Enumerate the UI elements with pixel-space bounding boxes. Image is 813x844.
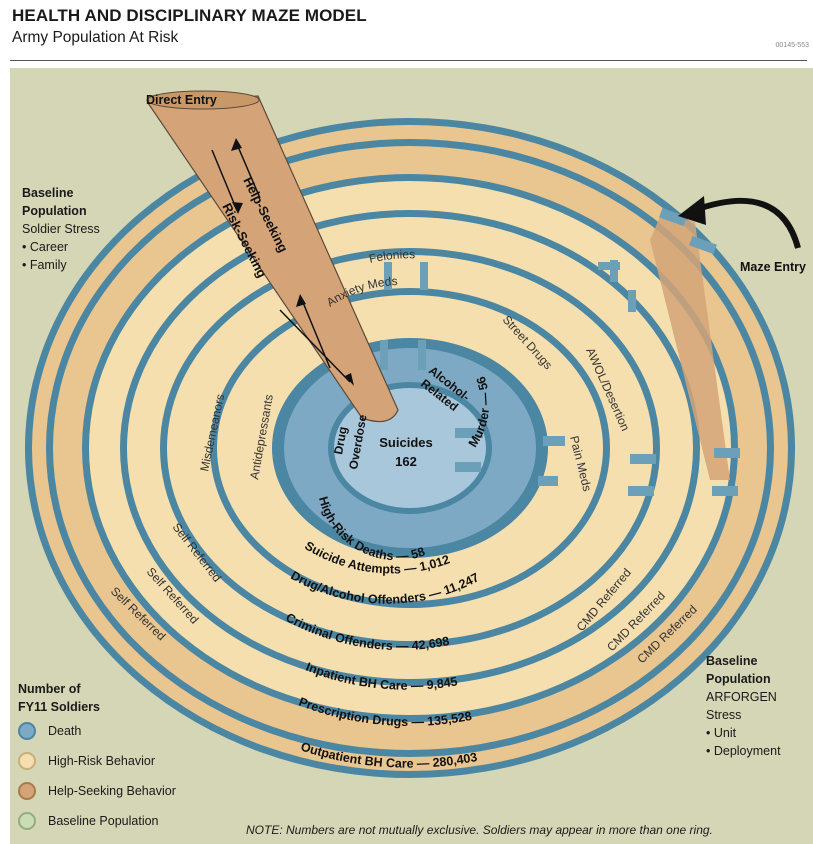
baseline-left-item-family: • Family [22,258,67,272]
maze-entry-arrow [678,196,801,249]
direct-entry-label: Direct Entry [146,93,217,107]
direct-entry-funnel [146,90,399,423]
legend: Number of FY11 Soldiers Death High-Risk … [18,680,176,836]
center-suicides-count: 162 [395,454,417,469]
page-subtitle: Army Population At Risk [12,29,179,46]
baseline-left-title-1: Baseline [22,186,74,200]
baseline-right-title-2: Population [706,672,771,686]
legend-label: Help-Seeking Behavior [48,784,176,798]
document-id: 00145-553 [775,42,809,49]
maze-entry-label: Maze Entry [740,260,806,274]
felonies-label: Felonies [368,247,416,266]
legend-label: Death [48,724,82,738]
baseline-right-item-unit: • Unit [706,726,737,740]
legend-title-1: Number of [18,682,81,696]
maze-entry-channel [598,207,730,480]
footnote: NOTE: Numbers are not mutually exclusive… [246,823,713,837]
baseline-right-title-1: Baseline [706,654,758,668]
maze-gates [380,262,740,496]
drug-overdose-label-1: Drug [331,426,350,456]
legend-label: High-Risk Behavior [48,754,155,768]
legend-swatch [18,782,36,800]
baseline-left-stress: Soldier Stress [22,222,100,236]
baseline-left-item-career: • Career [22,240,69,254]
baseline-left-title-2: Population [22,204,87,218]
center-suicides-label: Suicides [379,435,432,450]
legend-item-death: Death [18,716,176,746]
baseline-right-stress-1: ARFORGEN [706,690,777,704]
header-divider [10,60,807,61]
legend-title-2: FY11 Soldiers [18,700,100,714]
baseline-right-stress-2: Stress [706,708,742,722]
legend-swatch [18,722,36,740]
baseline-right-item-deployment: • Deployment [706,744,781,758]
legend-swatch [18,752,36,770]
header: HEALTH AND DISCIPLINARY MAZE MODEL Army … [12,6,367,47]
baseline-right: Baseline Population ARFORGEN Stress • Un… [706,652,781,760]
legend-item-help-seeking: Help-Seeking Behavior [18,776,176,806]
legend-title: Number of FY11 Soldiers [18,680,176,716]
baseline-left: Baseline Population Soldier Stress • Car… [22,184,100,274]
legend-label: Baseline Population [48,814,159,828]
legend-item-baseline: Baseline Population [18,806,176,836]
page-title: HEALTH AND DISCIPLINARY MAZE MODEL [12,6,367,25]
legend-item-high-risk: High-Risk Behavior [18,746,176,776]
legend-swatch [18,812,36,830]
